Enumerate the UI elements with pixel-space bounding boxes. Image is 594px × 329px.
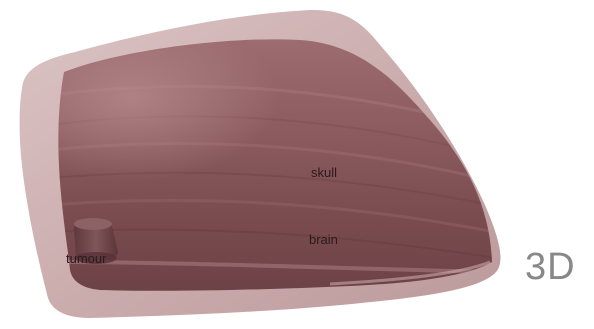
view-mode-label: 3D [525, 246, 576, 289]
brain-label: brain [309, 232, 338, 247]
tumour-label: tumour [66, 251, 107, 266]
skull-label: skull [311, 165, 337, 180]
